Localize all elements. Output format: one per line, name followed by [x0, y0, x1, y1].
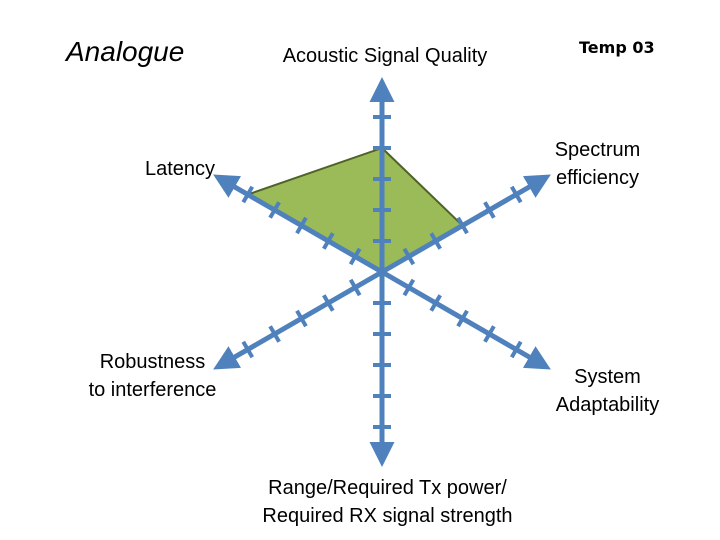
axis-tick [295, 216, 308, 235]
axis-tick [241, 185, 254, 204]
axis-label-range-tx-power: Range/Required Tx power/ Required RX sig… [262, 477, 513, 527]
axis-label-spectrum-efficiency: Spectrum efficiency [554, 139, 641, 189]
axis-tick [348, 247, 362, 266]
page-title: Analogue [66, 36, 185, 67]
axis-label-robustness-to-interference: Robustness to interference [88, 351, 217, 401]
axis-tick [295, 309, 308, 328]
axis-tick [241, 340, 254, 359]
axis-tick [402, 278, 416, 297]
axis-label-system-adaptability: System Adaptability [555, 366, 660, 416]
axis-tick [510, 185, 523, 204]
axis-label-latency: Latency [144, 158, 216, 180]
axis-label-acoustic-signal-quality: Acoustic Signal Quality [282, 45, 488, 67]
axis-tick [429, 232, 442, 250]
axis-tick [268, 325, 281, 343]
data-polygon [245, 146, 465, 334]
axis-tick [429, 294, 442, 312]
axis-tick [483, 325, 496, 343]
axis-tick [402, 247, 416, 266]
axis-tick [483, 201, 496, 219]
axis-tick [348, 278, 362, 297]
axis-tick [322, 294, 335, 312]
axis-tick [456, 309, 469, 328]
temp-label: Temp 03 [579, 38, 655, 57]
axis-tick [268, 201, 281, 219]
axis-tick [322, 232, 335, 250]
axis-tick [456, 216, 469, 235]
axis-tick [510, 340, 523, 359]
